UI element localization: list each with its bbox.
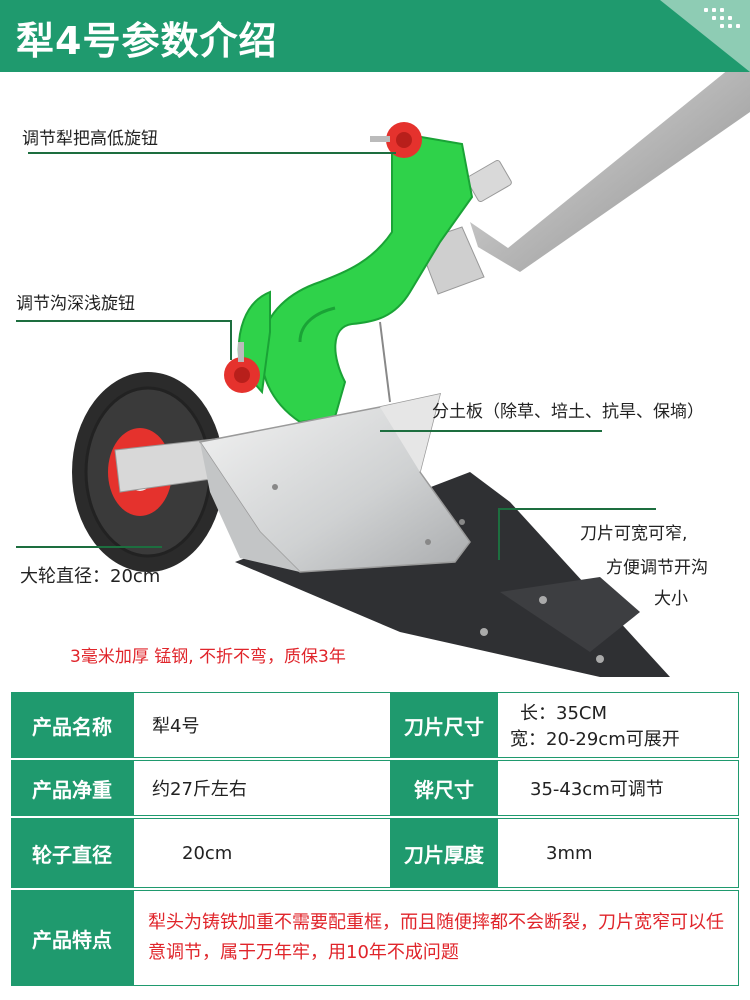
- guarantee-text: 3毫米加厚 锰钢, 不折不弯，质保3年: [70, 647, 346, 667]
- blade-size-value: 长：35CM 宽：20-29cm可展开: [497, 692, 739, 758]
- blade-size-header: 刀片尺寸: [391, 692, 497, 758]
- plough-size-value: 35-43cm可调节: [497, 760, 739, 816]
- blade-leader: [498, 508, 656, 510]
- depth-knob-leader: [16, 320, 232, 322]
- blade-length-value: 长：35CM: [520, 703, 608, 724]
- depth-knob-icon: [224, 342, 260, 393]
- blade-leader-vertical: [498, 508, 500, 560]
- handle-knob-label: 调节犁把高低旋钮: [22, 129, 158, 149]
- table-row: 产品净重 约27斤左右 铧尺寸 35-43cm可调节: [11, 760, 739, 818]
- spec-table: 产品名称 犁4号 刀片尺寸 长：35CM 宽：20-29cm可展开 产品净重 约…: [11, 692, 739, 990]
- table-row: 产品名称 犁4号 刀片尺寸 长：35CM 宽：20-29cm可展开: [11, 692, 739, 760]
- table-row: 产品特点 犁头为铸铁加重不需要配重框，而且随便摔都不会断裂，刀片宽窄可以任意调节…: [11, 890, 739, 986]
- soil-board-icon: [198, 321, 471, 573]
- wheel-diameter-label: 大轮直径：20cm: [20, 566, 161, 587]
- blade-label-line2: 方便调节开沟: [606, 558, 708, 578]
- depth-knob-leader-vertical: [230, 320, 232, 360]
- name-header: 产品名称: [11, 692, 133, 758]
- header-banner: 犁4号参数介绍: [0, 0, 750, 72]
- page-title: 犁4号参数介绍: [16, 19, 278, 63]
- plough-size-header: 铧尺寸: [391, 760, 497, 816]
- header-decoration: [660, 0, 750, 72]
- thickness-header: 刀片厚度: [391, 818, 497, 888]
- soil-board-leader: [380, 430, 602, 432]
- feature-header: 产品特点: [11, 890, 133, 986]
- table-row: 轮子直径 20cm 刀片厚度 3mm: [11, 818, 739, 890]
- wheel-value: 20cm: [133, 818, 391, 888]
- feature-value: 犁头为铸铁加重不需要配重框，而且随便摔都不会断裂，刀片宽窄可以任意调节，属于万年…: [133, 890, 739, 986]
- handle-knob-leader: [28, 152, 396, 154]
- soil-board-label: 分土板（除草、培土、抗旱、保墒）: [432, 402, 704, 422]
- name-value: 犁4号: [133, 692, 391, 758]
- wheel-header: 轮子直径: [11, 818, 133, 888]
- thickness-value: 3mm: [497, 818, 739, 888]
- wheel-leader: [16, 546, 162, 548]
- depth-knob-label: 调节沟深浅旋钮: [16, 294, 135, 314]
- weight-value: 约27斤左右: [133, 760, 391, 816]
- product-image-area: 调节犁把高低旋钮 调节沟深浅旋钮 分土板（除草、培土、抗旱、保墒） 刀片可宽可窄…: [0, 72, 750, 682]
- blade-label-line3: 大小: [654, 589, 688, 609]
- blade-width-value: 宽：20-29cm可展开: [510, 729, 680, 750]
- handle-knob-icon: [370, 122, 422, 158]
- dots-decoration-icon: [704, 8, 740, 32]
- blade-label-line1: 刀片可宽可窄,: [580, 524, 688, 544]
- weight-header: 产品净重: [11, 760, 133, 816]
- plough-illustration: [72, 72, 750, 677]
